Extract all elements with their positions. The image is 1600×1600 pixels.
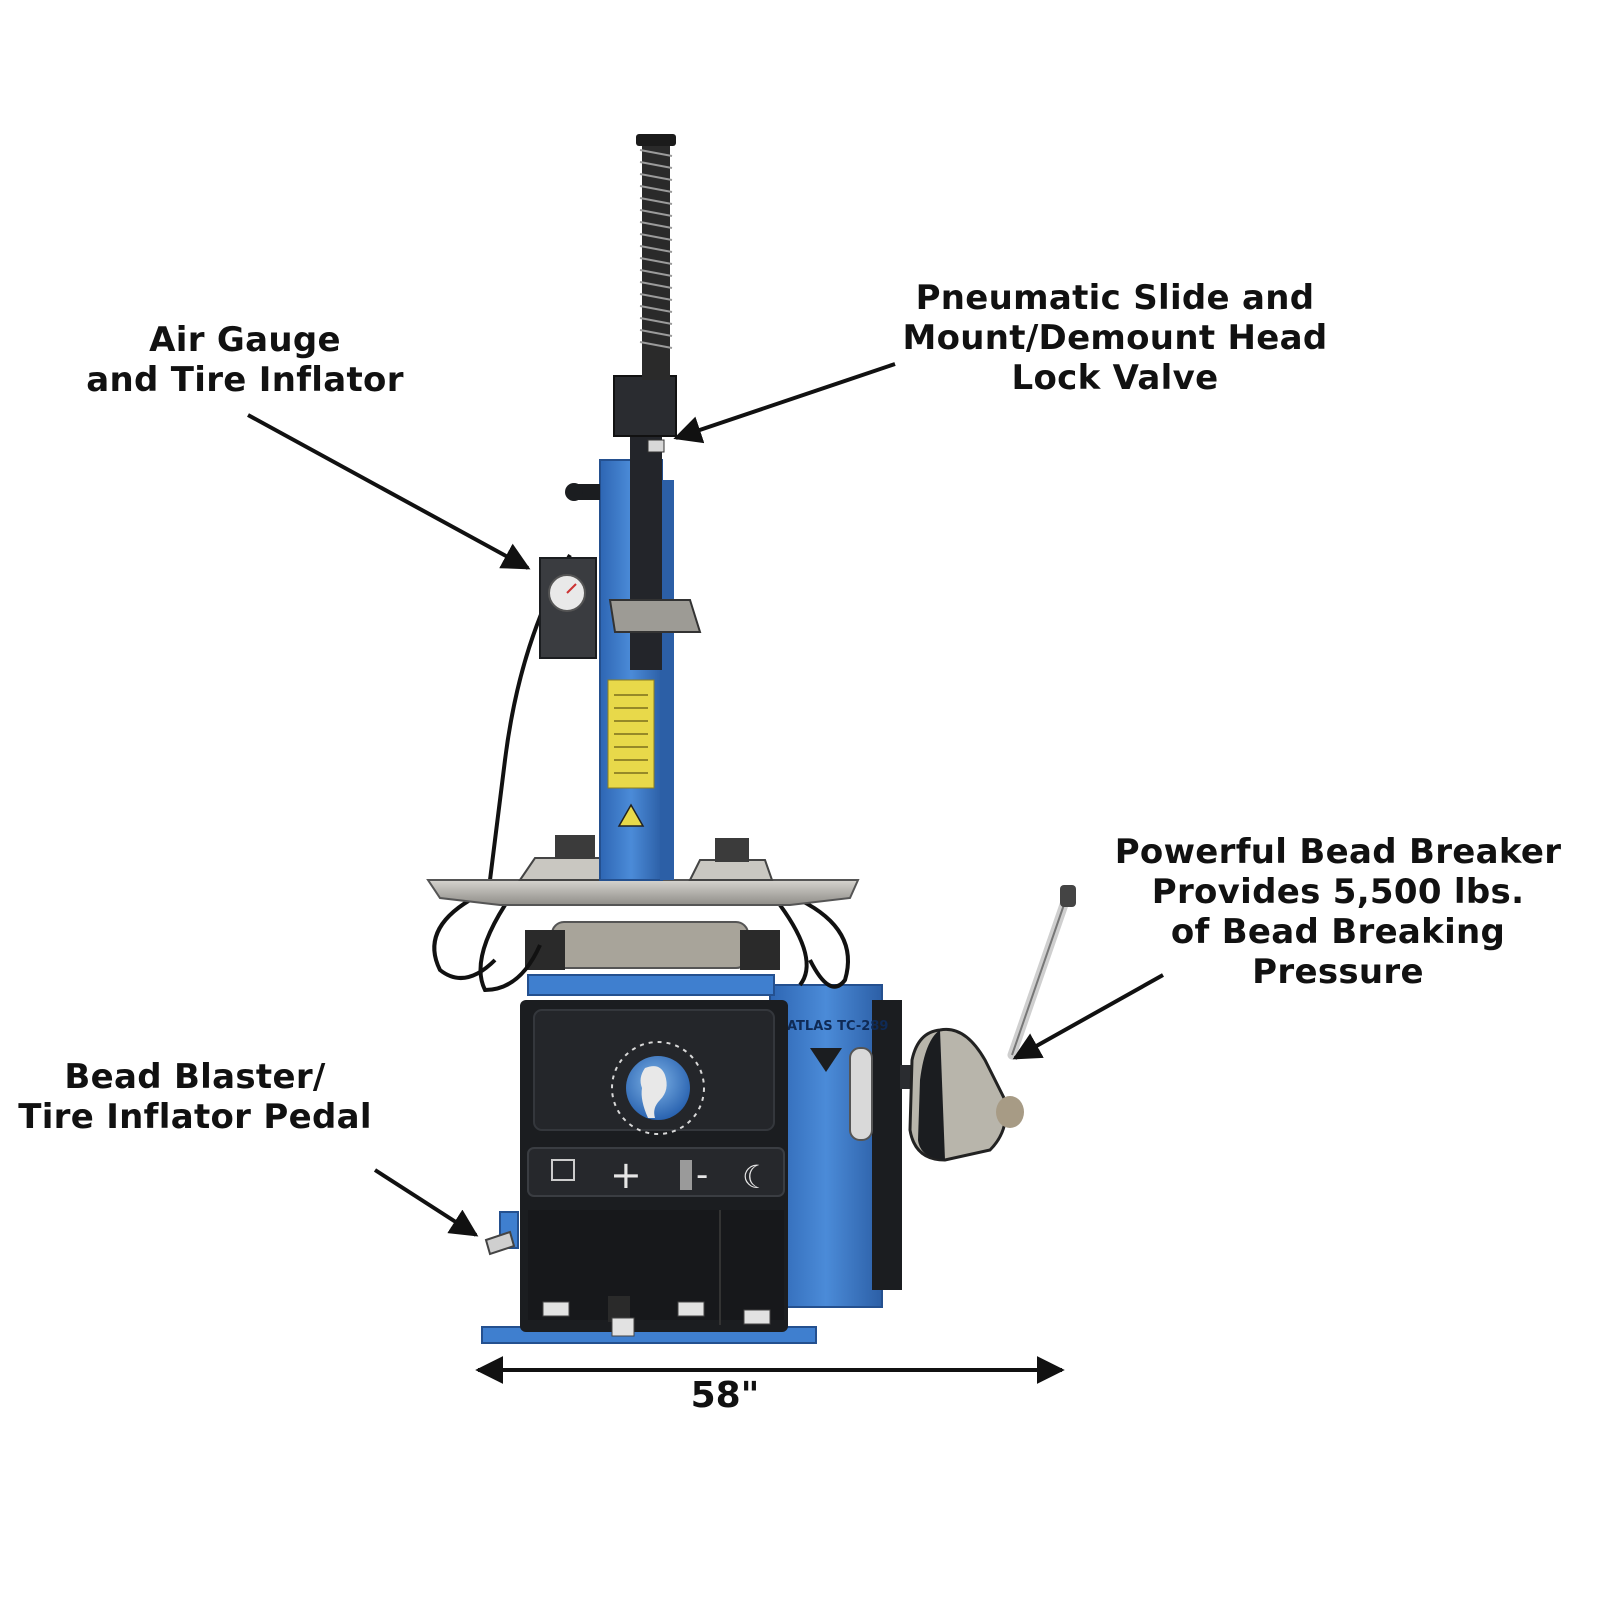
callout-pedal-line-2: Tire Inflator Pedal [18, 1097, 372, 1137]
callout-bead-breaker-line-3: of Bead Breaking [1170, 912, 1506, 952]
arrow-pneumatic-slide [673, 362, 896, 444]
callout-pedal-line-1: Bead Blaster/ [64, 1057, 326, 1097]
callout-pneumatic-line-1: Pneumatic Slide and [915, 278, 1315, 318]
callout-bead-breaker-line-1: Powerful Bead Breaker [1114, 832, 1562, 872]
brake-pedal-icon [551, 1159, 575, 1181]
tire-changer-machine: ATLAS TC-289 + - ☾ [426, 134, 1076, 1344]
control-strip [527, 1147, 785, 1197]
callout-pedal: Bead Blaster/ Tire Inflator Pedal [5, 1057, 385, 1137]
turntable [426, 879, 860, 906]
callout-air-gauge-line-1: Air Gauge [149, 320, 341, 360]
slide-spring [636, 134, 676, 380]
callout-air-gauge: Air Gauge and Tire Inflator [70, 320, 420, 400]
arrow-air-gauge [247, 413, 531, 570]
lock-valve [647, 439, 665, 453]
control-rotate: ☾ [742, 1158, 771, 1196]
control-minus: - [696, 1155, 708, 1195]
hazard-icon [617, 803, 645, 827]
clamp-cylinder [551, 921, 749, 969]
callout-pneumatic-slide: Pneumatic Slide and Mount/Demount Head L… [880, 278, 1350, 398]
vertical-slide-shaft [630, 430, 662, 670]
arrow-bead-breaker [1012, 973, 1164, 1060]
side-dark-panel [872, 1000, 902, 1290]
mount-demount-head [608, 599, 702, 633]
bead-breaker-pivot [996, 1096, 1024, 1128]
width-dimension-label: 58" [690, 1375, 760, 1416]
callout-bead-breaker: Powerful Bead Breaker Provides 5,500 lbs… [1098, 832, 1578, 992]
callout-bead-breaker-line-2: Provides 5,500 lbs. [1151, 872, 1525, 912]
control-plus: + [610, 1153, 642, 1197]
side-slot [849, 1047, 873, 1141]
arrow-pedal [373, 1168, 479, 1237]
brand-plate: ATLAS TC-289 [787, 1019, 888, 1034]
brand-logo-triangle [810, 1048, 842, 1072]
rim-clamp-right [688, 859, 774, 881]
callout-air-gauge-line-2: and Tire Inflator [86, 360, 404, 400]
callout-bead-breaker-line-4: Pressure [1252, 952, 1424, 992]
side-body [769, 984, 883, 1308]
foot-pedals [542, 1296, 771, 1337]
bead-blaster-pedal [484, 1211, 519, 1256]
callout-pneumatic-line-2: Mount/Demount Head [902, 318, 1328, 358]
brand-globe-logo [611, 1041, 705, 1135]
callout-pneumatic-line-3: Lock Valve [1011, 358, 1219, 398]
bead-breaker-lever-tip [1060, 885, 1076, 907]
